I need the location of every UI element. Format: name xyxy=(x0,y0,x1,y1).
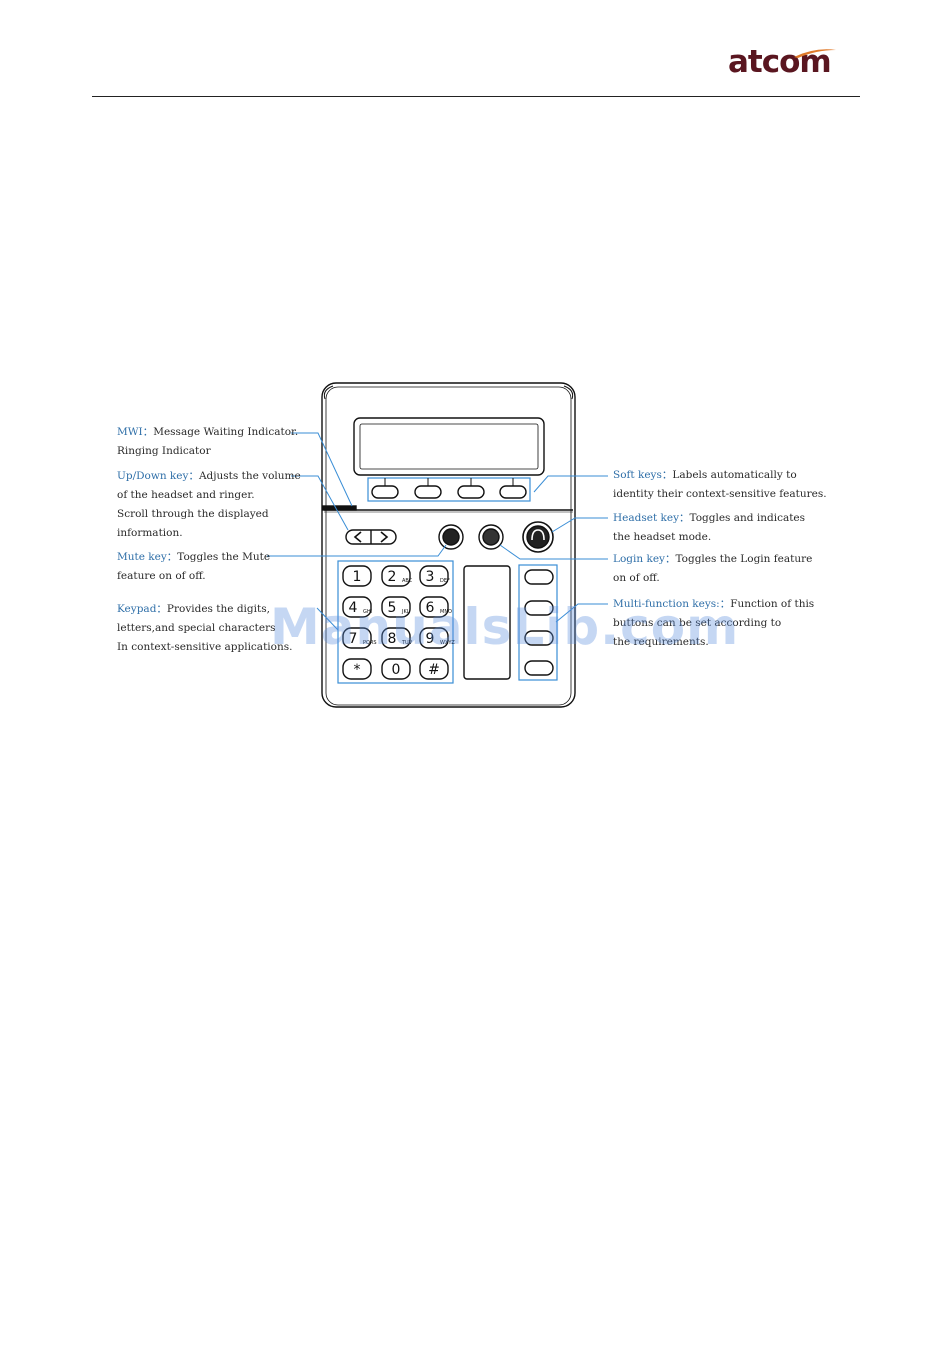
keypad-key-digit: 9 xyxy=(426,631,435,647)
lcd-screen xyxy=(359,423,539,470)
login-keyword: Login key： xyxy=(613,553,676,565)
keypad-keyword: Keypad： xyxy=(117,603,167,615)
keypad-frame xyxy=(337,560,454,684)
multi-function-annotation: Multi-function keys:：Function of this bu… xyxy=(613,595,814,652)
keypad-key-letters: WXYZ xyxy=(440,640,455,646)
keypad-key-hash[interactable]: # xyxy=(419,658,449,680)
keypad-key-digit: 8 xyxy=(388,631,397,647)
keypad-key-digit: # xyxy=(428,662,440,678)
login-annotation: Login key：Toggles the Login feature on o… xyxy=(613,550,812,588)
headset-key xyxy=(522,521,554,553)
mute-text: Toggles the Mute xyxy=(177,551,271,563)
keypad-key-digit: 2 xyxy=(388,569,397,585)
keypad-annotation: Keypad：Provides the digits, letters,and … xyxy=(117,600,292,657)
keypad-key-digit: 1 xyxy=(353,569,362,585)
mwi-annotation: MWI：Message Waiting Indicator. Ringing I… xyxy=(117,423,298,461)
mute-annotation: Mute key：Toggles the Mute feature on of … xyxy=(117,548,270,586)
mute-text-line2: feature on of off. xyxy=(117,570,206,582)
updown-text-line2: of the headset and ringer. xyxy=(117,489,255,501)
keypad-key-digit: 0 xyxy=(392,662,401,678)
headset-keyword: Headset key： xyxy=(613,512,690,524)
multi-text-line3: the requirements. xyxy=(613,636,709,648)
lcd-display-frame xyxy=(353,417,545,476)
soft-key-1 xyxy=(371,485,399,499)
updown-text: Adjusts the volume xyxy=(198,470,301,482)
center-panel xyxy=(463,565,511,680)
keypad-key-letters: TUV xyxy=(401,640,413,646)
keypad-key-digit: 7 xyxy=(349,631,358,647)
soft-key-2 xyxy=(414,485,442,499)
logo-swoosh-icon xyxy=(794,49,836,58)
mwi-text: Message Waiting Indicator. xyxy=(153,426,299,438)
keypad-key-digit: 3 xyxy=(426,569,435,585)
keypad-key-letters: GHI xyxy=(363,609,372,615)
soft-key-4 xyxy=(499,485,527,499)
keypad-key-1[interactable]: 1 xyxy=(342,565,372,587)
atcom-logo: atcom xyxy=(728,44,832,80)
keypad-text-line2: letters,and special characters xyxy=(117,622,276,634)
updown-leader-line xyxy=(291,475,349,531)
soft-keyword: Soft keys： xyxy=(613,469,673,481)
headset-text: Toggles and indicates xyxy=(689,512,806,524)
keypad-key-digit: 5 xyxy=(388,600,397,616)
soft-text: Labels automatically to xyxy=(672,469,797,481)
keypad-key-digit: 4 xyxy=(349,600,358,616)
updown-text-line3: Scroll through the displayed xyxy=(117,508,269,520)
multi-key-1 xyxy=(524,569,554,585)
multi-key-3 xyxy=(524,630,554,646)
multi-text-line2: buttons can be set according to xyxy=(613,617,782,629)
mute-key xyxy=(438,524,464,550)
login-key xyxy=(478,524,504,550)
keypad-key-digit: * xyxy=(354,662,361,678)
keypad-key-digit: 6 xyxy=(426,600,435,616)
updown-text-line4: information. xyxy=(117,527,183,539)
login-leader-line xyxy=(499,544,608,560)
keypad-leader-line xyxy=(316,607,339,631)
keypad-key-letters: ABC xyxy=(402,578,413,584)
soft-leader-line xyxy=(533,475,608,493)
mute-keyword: Mute key： xyxy=(117,551,178,563)
headset-leader-line xyxy=(551,517,608,533)
keypad-text: Provides the digits, xyxy=(166,603,270,615)
mwi-text-line2: Ringing Indicator xyxy=(117,445,211,457)
headset-text-line2: the headset mode. xyxy=(613,531,712,543)
headset-annotation: Headset key：Toggles and indicates the he… xyxy=(613,509,805,547)
soft-keys-annotation: Soft keys：Labels automatically to identi… xyxy=(613,466,827,504)
keypad-key-letters: MNO xyxy=(440,609,452,615)
login-text: Toggles the Login feature xyxy=(675,553,813,565)
keypad-key-letters: PQRS xyxy=(363,640,377,646)
updown-annotation: Up/Down key：Adjusts the volume of the he… xyxy=(117,467,301,543)
mwi-keyword: MWI： xyxy=(117,426,154,438)
login-text-line2: on of off. xyxy=(613,572,660,584)
mute-leader-line xyxy=(267,544,447,557)
soft-key-3 xyxy=(457,485,485,499)
multi-key-2 xyxy=(524,600,554,616)
multi-leader-line xyxy=(555,603,608,623)
keypad-key-star[interactable]: * xyxy=(342,658,372,680)
keypad-text-line3: In context-sensitive applications. xyxy=(117,641,293,653)
mwi-led xyxy=(322,505,357,511)
multi-keyword: Multi-function keys:： xyxy=(613,598,731,610)
keypad-key-letters: DEF xyxy=(440,578,450,584)
soft-text-line2: identity their context-sensitive feature… xyxy=(613,488,827,500)
phone-body xyxy=(321,382,576,708)
header-divider xyxy=(92,96,860,97)
keypad-key-0[interactable]: 0 xyxy=(381,658,411,680)
multi-function-frame xyxy=(518,564,558,681)
mwi-leader-line xyxy=(291,432,353,507)
keypad-key-letters: JKL xyxy=(401,609,410,615)
multi-text: Function of this xyxy=(730,598,815,610)
multi-key-4 xyxy=(524,660,554,676)
updown-keyword: Up/Down key： xyxy=(117,470,199,482)
